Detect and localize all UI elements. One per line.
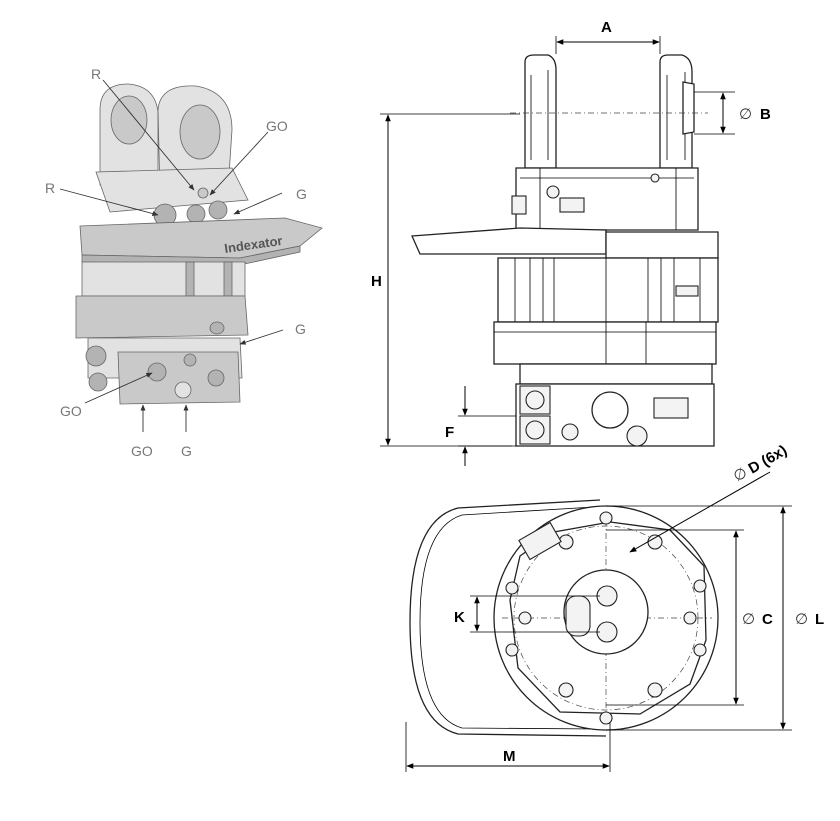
callout-g-right-top: G [296, 186, 307, 202]
callout-go-left: GO [60, 403, 82, 419]
callout-r-left: R [45, 180, 55, 196]
top-dimension-lines [405, 471, 792, 772]
callout-g-bottom: G [181, 443, 192, 459]
isometric-rotator-view: Indexator [75, 83, 323, 405]
dim-b-label: B [760, 106, 771, 123]
iso-callout-leaders [59, 79, 284, 432]
dim-f-label: F [445, 424, 454, 441]
side-elevation-view [411, 54, 719, 447]
dim-l-label: L [815, 611, 824, 628]
callout-go-bottom: GO [131, 443, 153, 459]
side-dimension-lines [380, 36, 735, 466]
dim-l-diameter-symbol: ∅ [795, 610, 808, 628]
dim-c-label: C [762, 611, 773, 628]
dim-k-label: K [454, 609, 465, 626]
dim-d-label: D (6x) [746, 442, 791, 478]
dim-c-diameter-symbol: ∅ [742, 610, 755, 628]
callout-g-right-mid: G [295, 321, 306, 337]
dim-h-label: H [371, 273, 382, 290]
dim-b-diameter-symbol: ∅ [739, 105, 752, 123]
callout-go-top: GO [266, 118, 288, 134]
callout-r-top: R [91, 66, 101, 82]
dim-m-label: M [503, 748, 516, 765]
dim-a-label: A [601, 19, 612, 36]
